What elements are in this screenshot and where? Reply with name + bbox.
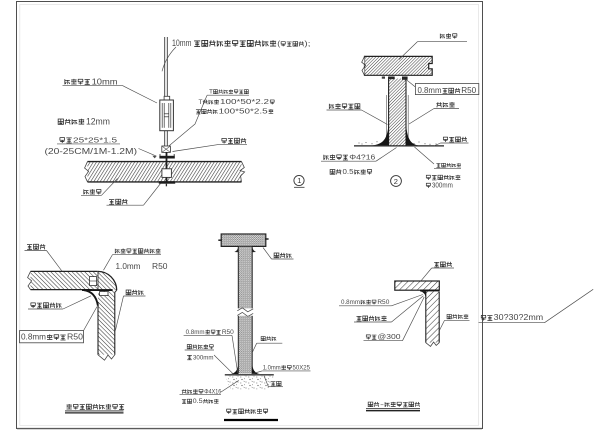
- svg-text:0.8mm: 0.8mm: [418, 86, 442, 95]
- svg-text:30?30?2mm: 30?30?2mm: [494, 313, 544, 322]
- svg-text:Φ4?16: Φ4?16: [349, 153, 375, 162]
- svg-text:Φ4X16: Φ4X16: [204, 389, 221, 396]
- svg-text:);: );: [304, 41, 310, 48]
- svg-text:2: 2: [394, 177, 398, 186]
- svg-text:100*50*2.5: 100*50*2.5: [219, 109, 268, 116]
- svg-text:R50: R50: [377, 299, 389, 306]
- svg-text:1.0mm: 1.0mm: [263, 365, 281, 372]
- svg-text:1: 1: [297, 176, 301, 185]
- svg-text:100*50*2.2: 100*50*2.2: [220, 99, 269, 106]
- svg-text:(: (: [277, 41, 281, 48]
- svg-text:R50: R50: [222, 329, 234, 336]
- svg-text:-: -: [380, 403, 384, 409]
- svg-text:T: T: [199, 99, 203, 106]
- svg-text:10mm: 10mm: [172, 38, 192, 48]
- svg-text:1.0mm: 1.0mm: [116, 261, 141, 271]
- svg-text:(20-25CM/1M-1.2M): (20-25CM/1M-1.2M): [45, 147, 138, 156]
- svg-text:0.8mm: 0.8mm: [21, 332, 46, 342]
- svg-text:R50: R50: [461, 86, 477, 95]
- svg-text:300mm: 300mm: [432, 183, 453, 190]
- svg-text:12mm: 12mm: [86, 117, 110, 127]
- svg-text:300mm: 300mm: [193, 354, 214, 361]
- svg-text:10mm: 10mm: [92, 77, 118, 87]
- svg-text:0.8mm: 0.8mm: [341, 299, 360, 306]
- svg-text:T: T: [209, 89, 213, 96]
- svg-text:25*25*1.5: 25*25*1.5: [73, 136, 117, 145]
- svg-text:@300: @300: [378, 334, 401, 341]
- svg-text:50X25: 50X25: [293, 365, 311, 372]
- svg-text:R50: R50: [67, 332, 83, 342]
- svg-text:0.8mm: 0.8mm: [186, 329, 205, 336]
- svg-text:0.5: 0.5: [193, 398, 203, 405]
- svg-text:R50: R50: [152, 261, 168, 271]
- svg-text:0.5: 0.5: [342, 169, 353, 176]
